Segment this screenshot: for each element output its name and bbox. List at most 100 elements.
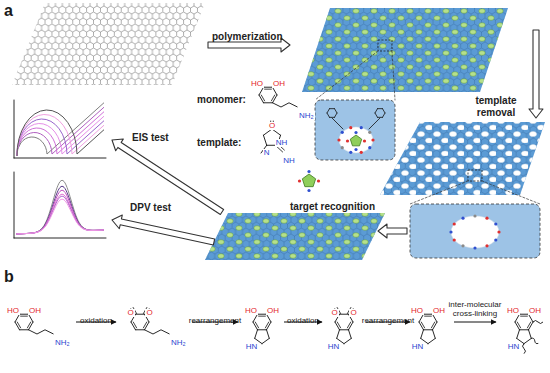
oxygen-label: O	[145, 309, 153, 317]
oxygen-label: O	[268, 122, 276, 130]
zoom-inset	[330, 108, 335, 109]
amine-label: NH₂	[170, 339, 187, 347]
zoom-inset	[485, 244, 488, 247]
template-molecule	[298, 179, 301, 182]
zoom-inset	[368, 146, 371, 149]
amine-label: HN	[507, 343, 521, 351]
template-molecule	[350, 135, 361, 146]
reaction-label: rearrangement	[189, 316, 241, 325]
template-molecule	[363, 139, 366, 142]
molecule-structure	[136, 329, 145, 330]
molecule-structure	[15, 322, 20, 330]
molecule-structure	[131, 307, 170, 334]
molecule-structure	[29, 330, 54, 334]
zoom-inset	[371, 138, 374, 141]
step-label: EIS test	[132, 132, 169, 144]
polymer-sheet	[302, 8, 508, 92]
zoom-inset	[339, 127, 373, 153]
amine-label: HN	[411, 343, 425, 351]
polymer-sheet	[380, 122, 545, 195]
hydroxyl-label: OH	[528, 307, 542, 315]
molecule-structure	[143, 322, 146, 328]
molecule-structure	[524, 338, 531, 343]
eis-chart	[14, 158, 106, 159]
molecule-structure	[259, 316, 266, 317]
amine-label: NH₂	[298, 112, 315, 120]
molecule-structure	[20, 329, 29, 330]
molecule-structure	[259, 95, 264, 103]
molecule-structure	[523, 344, 526, 354]
zoom-inset	[485, 217, 488, 220]
molecule-structure	[433, 314, 438, 322]
zoom-inset	[473, 246, 476, 249]
dpv-chart	[16, 194, 104, 234]
zoom-inset	[453, 238, 456, 241]
molecule-structure	[265, 89, 272, 90]
zoom-marks	[482, 181, 540, 204]
molecule-structure	[517, 322, 520, 328]
molecule-structure	[515, 322, 520, 330]
molecule-structure	[433, 322, 438, 330]
template-structure	[263, 135, 266, 145]
hydroxyl-label: HO	[410, 307, 424, 315]
molecule-structure	[261, 95, 264, 101]
template-molecule	[346, 139, 349, 142]
molecule-structure	[253, 322, 258, 330]
step-label: template removal	[466, 95, 526, 118]
molecule-structure	[265, 322, 268, 328]
process-arrow	[529, 30, 543, 118]
zoom-inset	[410, 204, 540, 258]
template-molecule	[307, 170, 310, 173]
hydroxyl-label: HO	[244, 307, 258, 315]
zoom-inset	[497, 230, 500, 233]
zoom-inset	[360, 151, 363, 154]
process-arrow	[378, 224, 407, 238]
zoom-inset	[337, 138, 340, 141]
template-molecule	[302, 174, 315, 187]
molecule-structure	[520, 329, 529, 330]
zoom-inset	[410, 204, 540, 258]
eis-chart	[14, 100, 106, 158]
oxygen-label: O	[126, 309, 134, 317]
molecule-structure	[344, 338, 351, 343]
zoom-inset	[461, 244, 464, 247]
molecule-structure	[253, 314, 258, 322]
molecule-structure	[271, 95, 274, 101]
zoom-marks	[378, 40, 392, 51]
molecule-structure	[337, 330, 340, 339]
reaction-label: oxidation	[287, 316, 319, 325]
molecule-structure	[273, 103, 298, 107]
molecule-structure	[21, 316, 28, 317]
molecule-structure	[533, 321, 543, 324]
template-molecule	[354, 131, 357, 134]
step-label: DPV test	[130, 202, 171, 214]
zoom-inset	[453, 222, 456, 225]
hydroxyl-label: OH	[432, 307, 446, 315]
molecule-structure	[421, 322, 424, 328]
amine-label: HN	[327, 343, 341, 351]
zoom-inset	[327, 113, 330, 117]
molecule-structure	[349, 322, 354, 330]
amine-label: NH	[275, 139, 289, 147]
reaction-label: rearrangement	[362, 316, 414, 325]
polymer-sheet	[205, 213, 385, 260]
template-molecule	[346, 131, 366, 151]
molecule-structure	[258, 329, 267, 330]
hydroxyl-label: OH	[272, 80, 286, 88]
eis-chart	[14, 100, 15, 158]
graphene-sheet	[12, 3, 205, 85]
process-arrow	[378, 224, 407, 238]
zoom-inset	[383, 109, 386, 113]
molecule-structure	[262, 338, 269, 343]
molecule-structure	[419, 314, 424, 322]
molecule-structure	[527, 322, 530, 328]
hydroxyl-label: HO	[6, 307, 20, 315]
graphene-sheet	[12, 3, 205, 85]
molecule-structure	[15, 314, 20, 322]
step-label: target recognition	[290, 201, 375, 213]
dpv-chart	[16, 196, 104, 234]
panel-letter: a	[4, 2, 13, 20]
template-structure	[261, 121, 284, 153]
dpv-chart	[16, 199, 104, 234]
zoom-inset	[315, 100, 395, 160]
